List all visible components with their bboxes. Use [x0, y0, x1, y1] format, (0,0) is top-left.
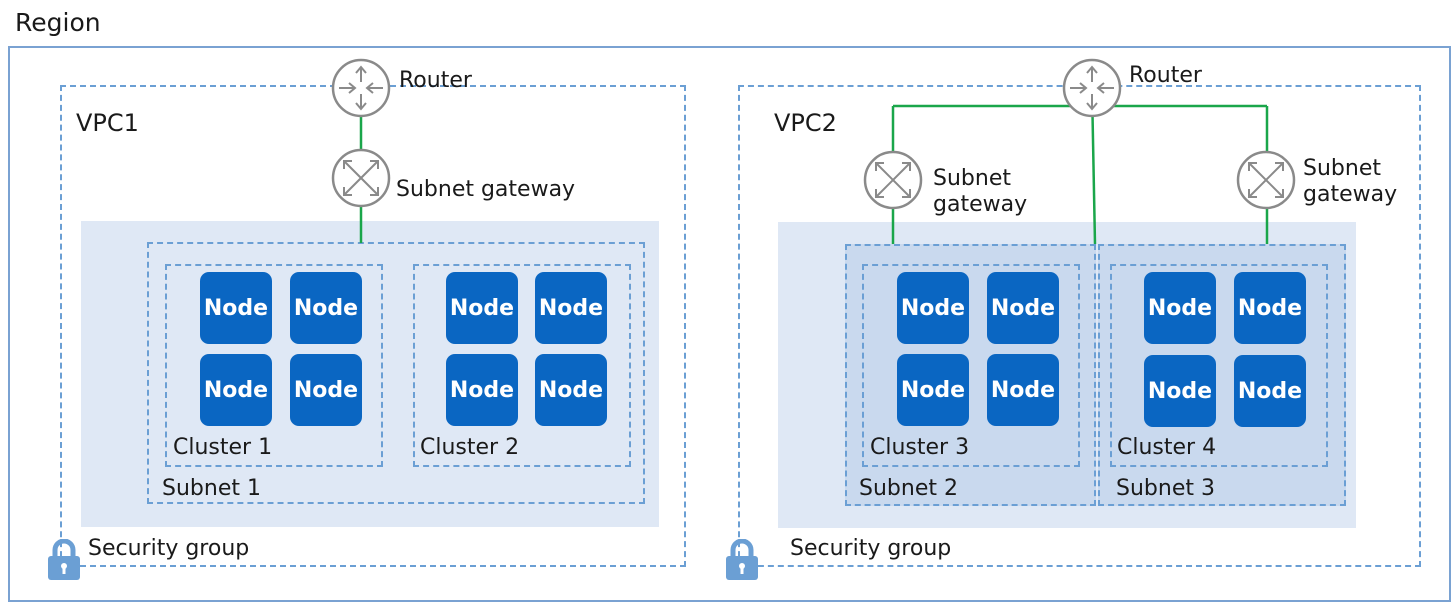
node: Node	[1234, 272, 1306, 344]
cluster-2-label: Cluster 2	[420, 435, 520, 460]
node: Node	[1144, 272, 1216, 344]
subnet-gateway-icon	[331, 148, 391, 208]
cluster-1-box	[165, 264, 383, 467]
vpc2-security-group-label: Security group	[790, 536, 952, 561]
cluster-4-label: Cluster 4	[1117, 435, 1217, 460]
cluster-3-box	[862, 264, 1080, 467]
region-label: Region	[15, 8, 101, 37]
node: Node	[897, 272, 969, 344]
subnet-1-box	[147, 242, 645, 504]
cluster-4-box	[1110, 264, 1328, 467]
cluster-3-label: Cluster 3	[870, 435, 970, 460]
node: Node	[987, 272, 1059, 344]
node: Node	[446, 272, 518, 344]
vpc1-label: VPC1	[76, 109, 139, 137]
subnet-gateway-icon	[863, 150, 923, 210]
subnet-2-label: Subnet 2	[859, 476, 958, 501]
vpc1-router-label: Router	[399, 68, 472, 93]
vpc1-gateway-label: Subnet gateway	[396, 177, 576, 202]
lock-icon	[48, 541, 80, 580]
vpc2-label: VPC2	[774, 109, 837, 137]
subnet-1-label: Subnet 1	[162, 476, 261, 501]
node: Node	[290, 354, 362, 426]
vpc2-gateway-label-left: Subnet gateway	[933, 166, 1028, 217]
node: Node	[535, 354, 607, 426]
node: Node	[200, 354, 272, 426]
vpc1-security-group-label: Security group	[88, 536, 250, 561]
lock-icon	[726, 541, 758, 580]
node: Node	[897, 354, 969, 426]
node: Node	[535, 272, 607, 344]
router-icon	[1062, 58, 1122, 118]
cluster-2-box	[413, 264, 631, 467]
subnet-gateway-icon	[1236, 150, 1296, 210]
node: Node	[446, 354, 518, 426]
router-icon	[331, 58, 391, 118]
region-box	[8, 46, 1451, 602]
cluster-1-label: Cluster 1	[173, 435, 273, 460]
node: Node	[1144, 355, 1216, 427]
node: Node	[200, 272, 272, 344]
node: Node	[290, 272, 362, 344]
vpc2-router-label: Router	[1129, 63, 1202, 88]
vpc2-gateway-label-right: Subnet gateway	[1303, 156, 1398, 207]
node: Node	[987, 354, 1059, 426]
subnet-3-label: Subnet 3	[1116, 476, 1215, 501]
node: Node	[1234, 355, 1306, 427]
